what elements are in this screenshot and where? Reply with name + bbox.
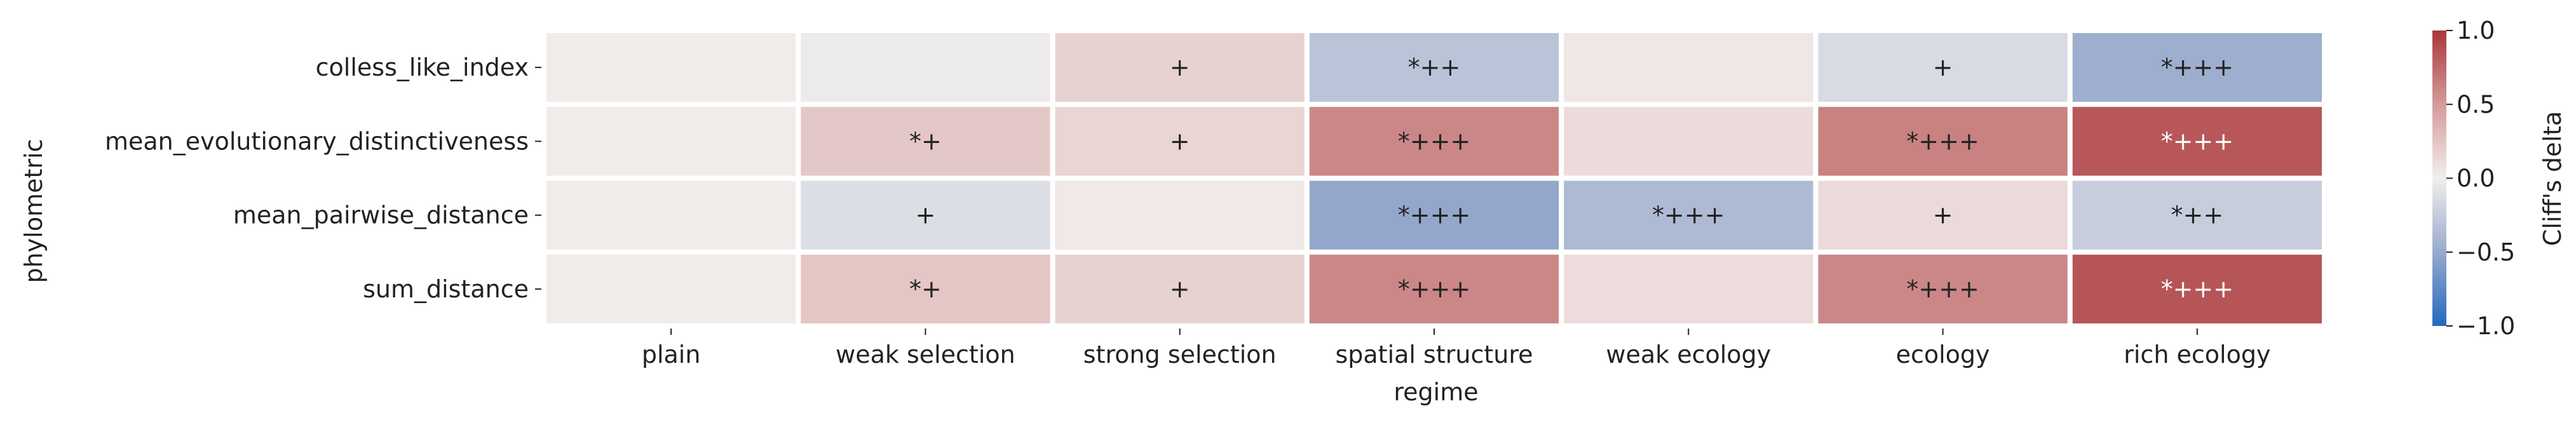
colorbar bbox=[2432, 30, 2446, 326]
colorbar-tick-label: 1.0 bbox=[2457, 17, 2495, 44]
cell-annotation: *+++ bbox=[2161, 275, 2234, 303]
x-tick-labels: plain weak selection strong selection spati… bbox=[642, 329, 2270, 369]
column-label: spatial structure bbox=[1335, 341, 1533, 369]
cell-annotations: +*+++*+++*++*+++*+++*++++*+++*++++*++*++… bbox=[909, 53, 2234, 303]
cell-annotation: + bbox=[1170, 53, 1190, 81]
row-label: mean_pairwise_distance bbox=[233, 201, 529, 229]
row-label: colless_like_index bbox=[316, 53, 529, 81]
colorbar-tick-label: 0.5 bbox=[2457, 90, 2495, 118]
heatmap-cell bbox=[546, 33, 796, 102]
heatmap-cell bbox=[1818, 254, 2068, 323]
cell-annotation: + bbox=[916, 201, 936, 229]
heatmap-cell bbox=[2072, 254, 2322, 323]
cell-annotation: + bbox=[1933, 53, 1953, 81]
column-label: rich ecology bbox=[2124, 341, 2270, 369]
heatmap-cell bbox=[1564, 180, 1813, 250]
cell-annotation: *+++ bbox=[2161, 53, 2234, 81]
row-label: mean_evolutionary_distinctiveness bbox=[105, 127, 529, 155]
column-label: ecology bbox=[1896, 341, 1990, 369]
heatmap-cell bbox=[546, 107, 796, 176]
cell-annotation: *++ bbox=[1408, 53, 1461, 81]
heatmap-cells bbox=[546, 33, 2322, 323]
column-label: strong selection bbox=[1083, 341, 1277, 369]
heatmap-cell bbox=[1818, 180, 2068, 250]
heatmap-cell bbox=[801, 33, 1050, 102]
y-tick-labels: colless_like_index mean_evolutionary_dist… bbox=[105, 53, 541, 303]
heatmap-cell bbox=[1564, 107, 1813, 176]
heatmap-cell bbox=[1818, 107, 2068, 176]
heatmap-cell bbox=[801, 254, 1050, 323]
column-label: weak selection bbox=[836, 341, 1015, 369]
heatmap-cell bbox=[1055, 33, 1305, 102]
column-label: weak ecology bbox=[1606, 341, 1771, 369]
cell-annotation: *++ bbox=[2171, 201, 2224, 229]
cell-annotation: + bbox=[1170, 127, 1190, 155]
heatmap-cell bbox=[1055, 107, 1305, 176]
cell-annotation: + bbox=[1933, 201, 1953, 229]
colorbar-tick-label: −1.0 bbox=[2457, 312, 2515, 340]
heatmap-cell bbox=[1055, 254, 1305, 323]
y-axis-label: phylometric bbox=[20, 139, 48, 283]
heatmap-cell bbox=[1055, 180, 1305, 250]
heatmap-cell bbox=[801, 180, 1050, 250]
heatmap-cell bbox=[2072, 107, 2322, 176]
heatmap-cell bbox=[2072, 33, 2322, 102]
heatmap-cell bbox=[546, 254, 796, 323]
heatmap-cell bbox=[1564, 254, 1813, 323]
cell-annotation: + bbox=[1170, 275, 1190, 303]
x-axis-label: regime bbox=[1393, 378, 1478, 406]
heatmap-cell bbox=[1309, 107, 1559, 176]
heatmap-cell bbox=[1309, 33, 1559, 102]
cell-annotation: *+++ bbox=[2161, 127, 2234, 155]
cell-annotation: *+++ bbox=[1652, 201, 1725, 229]
cell-annotation: *+++ bbox=[1398, 201, 1471, 229]
column-label: plain bbox=[642, 341, 701, 369]
cell-annotation: *+++ bbox=[1906, 127, 1979, 155]
cell-annotation: *+++ bbox=[1906, 275, 1979, 303]
colorbar-ticks: −1.0 −0.5 0.0 0.5 1.0 bbox=[2446, 17, 2515, 340]
heatmap-cell bbox=[1564, 33, 1813, 102]
heatmap-cell bbox=[1309, 180, 1559, 250]
heatmap-cell bbox=[801, 107, 1050, 176]
colorbar-label: Cliff's delta bbox=[2539, 111, 2566, 246]
cell-annotation: *+++ bbox=[1398, 127, 1471, 155]
cell-annotation: *+ bbox=[909, 275, 942, 303]
heatmap-cell bbox=[546, 180, 796, 250]
row-label: sum_distance bbox=[363, 275, 529, 303]
colorbar-tick-label: −0.5 bbox=[2457, 238, 2515, 266]
heatmap-cell bbox=[1818, 33, 2068, 102]
cell-annotation: *+++ bbox=[1398, 275, 1471, 303]
heatmap-cell bbox=[2072, 180, 2322, 250]
cell-annotation: *+ bbox=[909, 127, 942, 155]
heatmap-cell bbox=[1309, 254, 1559, 323]
colorbar-tick-label: 0.0 bbox=[2457, 165, 2495, 193]
